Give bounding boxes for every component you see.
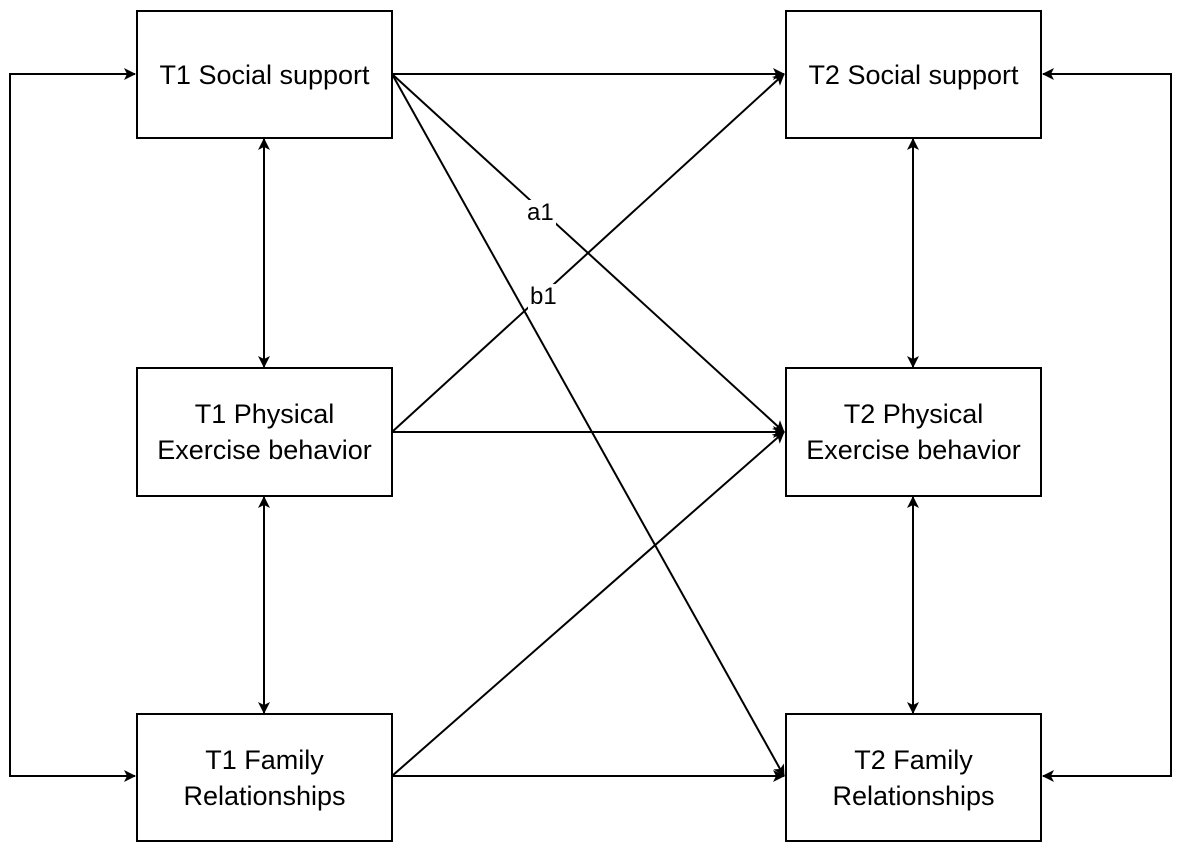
node-t2-physical-exercise-line1: T2 Physical — [843, 399, 984, 429]
node-t1-physical-exercise-line2: Exercise behavior — [157, 435, 372, 465]
edge-label-a1: a1 — [525, 199, 556, 226]
node-t2-family-relationships-line2: Relationships — [832, 780, 995, 811]
node-t1-family-relationships-line2: Relationships — [183, 780, 346, 811]
arrow-t2-social-t2-family-loop — [1042, 68, 1172, 782]
node-t2-family-relationships-line1: T2 Family — [854, 744, 973, 775]
node-t1-social-support-label: T1 Social support — [159, 59, 370, 90]
node-t2-physical-exercise-line2: Exercise behavior — [806, 435, 1021, 465]
node-t2-physical-exercise: T2 Physical Exercise behavior — [785, 367, 1042, 497]
arrow-t1-family-t2-exercise — [391, 431, 785, 777]
arrow-t1-exercise-t2-social — [391, 73, 785, 433]
node-t2-social-support: T2 Social support — [785, 10, 1042, 139]
edge-label-b1: b1 — [528, 283, 559, 310]
node-t2-social-support-label: T2 Social support — [808, 59, 1019, 90]
node-t1-family-relationships-line1: T1 Family — [205, 744, 324, 775]
node-t2-family-relationships: T2 Family Relationships — [785, 713, 1042, 842]
arrow-t1-social-t2-family-b1 — [391, 73, 785, 777]
node-t1-physical-exercise-line1: T1 Physical — [194, 399, 335, 429]
arrow-t1-social-t1-family-loop — [9, 68, 136, 782]
node-t1-physical-exercise: T1 Physical Exercise behavior — [136, 367, 393, 497]
node-t1-social-support: T1 Social support — [136, 10, 393, 139]
node-t1-family-relationships: T1 Family Relationships — [136, 713, 393, 842]
